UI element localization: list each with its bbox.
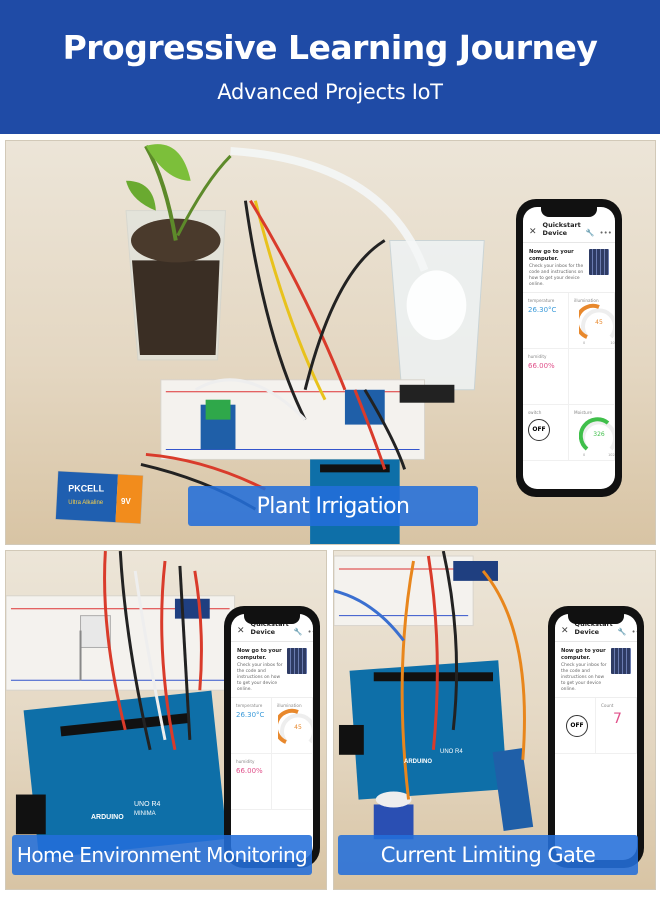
moisture-value: 326 [593, 430, 605, 438]
humidity-card: humidity 66.00% [523, 348, 569, 405]
home-environment-photo: ARDUINO UNO R4 MINIMA ✕ Quickstart Devic… [5, 550, 327, 890]
more-icon[interactable]: ••• [307, 628, 314, 636]
app-screen: ✕ Quickstart Device 🔧 ••• Now go to your… [523, 207, 615, 489]
computer-illustration [287, 648, 307, 674]
temperature-card: temperature 26.30°C [231, 697, 272, 754]
intro-body: Check your inbox for the code and instru… [561, 663, 607, 692]
current-limiting-gate-scene [334, 551, 534, 840]
wrench-icon[interactable]: 🔧 [617, 628, 627, 636]
app-title: Quickstart Device [542, 221, 581, 237]
intro-body: Check your inbox for the code and instru… [529, 264, 584, 287]
close-icon[interactable]: ✕ [237, 626, 245, 636]
temperature-label: temperature [236, 702, 263, 708]
app-screen: ✕ Quickstart Device 🔧 ••• Now go to your… [231, 614, 313, 860]
switch-toggle[interactable]: OFF [528, 418, 550, 441]
more-icon[interactable]: ••• [599, 229, 612, 237]
app-title: Quickstart Device [250, 620, 289, 636]
illumination-value: 45 [294, 723, 302, 731]
illumination-value: 45 [595, 318, 603, 326]
battery-size: 9V [121, 497, 131, 506]
arduino-model-label: UNO R4 [440, 749, 463, 755]
app-screen: ✕ Quickstart Device 🔧 ••• Now go to your… [555, 614, 637, 860]
gauge-max: 100 [610, 340, 615, 345]
humidity-card: humidity 66.00% [231, 753, 272, 810]
gauge-min: 0 [583, 340, 586, 345]
caption-plant-irrigation: Plant Irrigation [188, 486, 478, 526]
current-limiting-gate-photo: ARDUINO UNO R4 ✕ Quickstart Device 🔧 •••… [333, 550, 656, 890]
gauge-min: 0 [583, 452, 586, 457]
app-title: Quickstart Device [574, 620, 613, 636]
phone-current-limiting-gate: ✕ Quickstart Device 🔧 ••• Now go to your… [548, 606, 644, 868]
moisture-card: Moisture 326 0 1024 [569, 404, 615, 461]
more-icon[interactable]: ••• [631, 628, 638, 636]
home-environment-scene [6, 551, 236, 859]
plant-irrigation-photo: PKCELL Ultra Alkaline 9V ✕ Quickstart De… [5, 140, 656, 545]
computer-illustration [589, 249, 609, 275]
humidity-label: humidity [528, 353, 547, 359]
intro-heading: Now go to your computer. [561, 648, 606, 661]
phone-home-environment: ✕ Quickstart Device 🔧 ••• Now go to your… [224, 606, 320, 868]
arduino-brand-label: ARDUINO [91, 814, 124, 821]
illumination-card: illumination 45 [272, 697, 313, 754]
caption-current-limiting-gate: Current Limiting Gate [338, 835, 638, 875]
arduino-model-label: UNO R4 [134, 801, 161, 808]
battery-line: Ultra Alkaline [68, 500, 104, 506]
plant-irrigation-scene: PKCELL Ultra Alkaline 9V [55, 144, 485, 544]
switch-label: switch [528, 409, 542, 415]
intro-heading: Now go to your computer. [237, 648, 282, 661]
switch-toggle[interactable]: OFF [566, 714, 588, 737]
banner-title: Progressive Learning Journey [62, 28, 598, 67]
spacer-card [272, 753, 313, 810]
humidity-value: 66.00% [528, 361, 555, 370]
phone-irrigation: ✕ Quickstart Device 🔧 ••• Now go to your… [516, 199, 622, 497]
humidity-value: 66.00% [236, 766, 263, 775]
intro-body: Check your inbox for the code and instru… [237, 663, 283, 692]
temperature-value: 26.30°C [236, 710, 265, 719]
gauge-max: 1024 [608, 452, 615, 457]
wrench-icon[interactable]: 🔧 [293, 628, 303, 636]
switch-card: switch OFF [523, 404, 569, 461]
banner-subtitle: Advanced Projects IoT [217, 80, 443, 104]
close-icon[interactable]: ✕ [561, 626, 569, 636]
humidity-label: humidity [236, 758, 255, 764]
wrench-icon[interactable]: 🔧 [585, 229, 595, 237]
illumination-card: illumination 45 0 100 [569, 292, 615, 349]
illumination-label: illumination [277, 702, 302, 708]
moisture-gauge [578, 417, 615, 451]
battery-brand: PKCELL [68, 483, 104, 493]
count-value: 7 [613, 710, 622, 727]
switch-card: OFF [555, 697, 596, 754]
count-card: Count 7 [596, 697, 637, 754]
spacer-card [569, 348, 615, 405]
close-icon[interactable]: ✕ [529, 227, 537, 237]
intro-heading: Now go to your computer. [529, 249, 574, 262]
arduino-brand-label: ARDUINO [404, 759, 432, 765]
temperature-label: temperature [528, 297, 555, 303]
illumination-label: illumination [574, 297, 599, 303]
banner-header: Progressive Learning Journey Advanced Pr… [0, 0, 660, 134]
temperature-card: temperature 26.30°C [523, 292, 569, 349]
moisture-label: Moisture [574, 409, 593, 415]
arduino-variant-label: MINIMA [134, 811, 156, 817]
caption-home-environment: Home Environment Monitoring [12, 835, 312, 875]
computer-illustration [611, 648, 631, 674]
temperature-value: 26.30°C [528, 305, 557, 314]
count-label: Count [601, 702, 614, 708]
